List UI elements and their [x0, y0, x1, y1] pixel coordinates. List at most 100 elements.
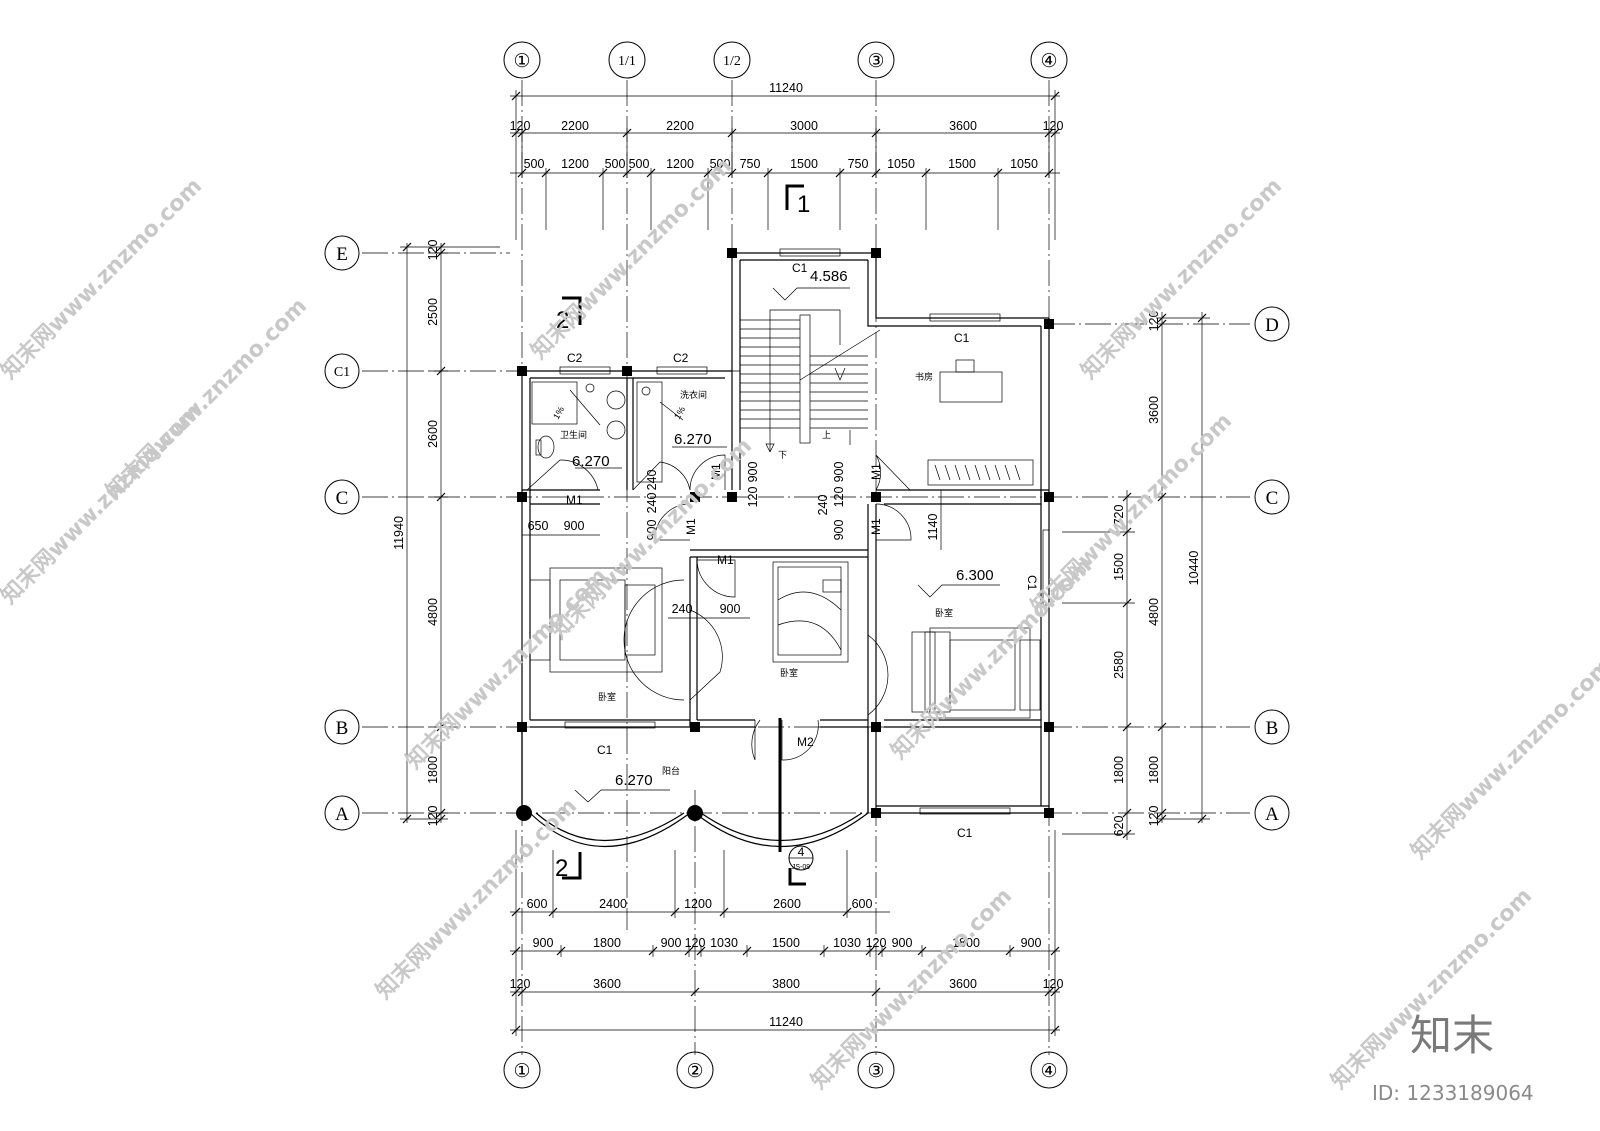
local-dim: 900: [564, 519, 585, 533]
dim-bottom-overall: 11240: [769, 1015, 803, 1029]
watermark-text: 知末网www.znzmo.com: [1406, 653, 1600, 864]
local-dim: 240: [816, 495, 830, 516]
watermark-text: 知末网www.znzmo.com: [1076, 173, 1287, 384]
watermarks: 知末网www.znzmo.com 知末网www.znzmo.com 知末网www…: [0, 153, 1600, 1094]
stair-up: 上: [822, 430, 831, 440]
dim-bottom: 120: [510, 977, 531, 991]
local-dim: 240: [672, 602, 693, 616]
window-tag: C1: [597, 743, 613, 757]
dim-bottom: 1800: [952, 936, 980, 950]
dim-right-inner: 720: [1112, 505, 1126, 526]
dim-right-mid: 3600: [1147, 396, 1161, 424]
windows: [559, 248, 1050, 815]
dim-top: 500: [605, 157, 626, 171]
axis-label: B: [336, 718, 349, 739]
dim-bottom: 2400: [599, 897, 627, 911]
dim-bottom: 1200: [684, 897, 712, 911]
detail-ref: JS-09: [792, 864, 810, 871]
window-tag: C2: [567, 351, 583, 365]
axis-label: C: [336, 488, 349, 509]
axis-label: 1/1: [618, 54, 636, 69]
dim-top: 1200: [666, 157, 694, 171]
dim-right-inner: 1500: [1112, 553, 1126, 581]
watermark-text: 知末网www.znzmo.com: [526, 153, 737, 364]
dim-top: 2200: [561, 119, 589, 133]
door-tag: M2: [797, 735, 814, 749]
dim-left-overall: 11940: [392, 516, 406, 550]
dim-top: 1050: [1010, 157, 1038, 171]
axis-label: B: [1266, 718, 1279, 739]
door-tag: M1: [717, 553, 734, 567]
dim-top: 1050: [887, 157, 915, 171]
watermark-text: 知末网www.znzmo.com: [806, 883, 1017, 1094]
dim-left: 120: [426, 806, 440, 827]
brand-logo-text: 知末: [1410, 1011, 1494, 1060]
local-dim: 900: [832, 462, 846, 483]
stair: [740, 309, 881, 453]
dim-top: 120: [1043, 119, 1064, 133]
axis-bubbles-bottom: ① ② ③ ④: [503, 1051, 1068, 1089]
dim-bottom: 1800: [593, 936, 621, 950]
local-dim: 900: [720, 602, 741, 616]
dim-top: 750: [848, 157, 869, 171]
dim-right-inner: 1800: [1112, 756, 1126, 784]
dim-top: 3600: [949, 119, 977, 133]
elevation-marks: 4.586 6.270 6.270 6.300 6.270: [569, 268, 1000, 803]
room-bedroom: 卧室: [598, 691, 616, 702]
window-tag: C1: [954, 331, 970, 345]
dim-bottom: 1500: [772, 936, 800, 950]
dim-right-mid: 4800: [1147, 598, 1161, 626]
local-dim: 900: [832, 520, 846, 541]
dim-top: 1200: [561, 157, 589, 171]
axis-label: ②: [686, 1061, 703, 1082]
elevation: 6.270: [674, 431, 712, 448]
detail-number: 4: [798, 845, 805, 859]
stair-down: 下: [778, 450, 787, 460]
window-tag: C2: [673, 351, 689, 365]
dimensions-right: 720 1500 2580 1800 620 120 3600 4800 180…: [1062, 311, 1210, 840]
dim-left: 2600: [426, 420, 440, 448]
window-tag: C1: [1025, 575, 1039, 591]
axis-bubbles-left: E C1 C B A: [324, 235, 360, 831]
dim-top: 1500: [790, 157, 818, 171]
elevation: 6.270: [572, 453, 610, 470]
dim-top: 750: [740, 157, 761, 171]
dim-top: 500: [710, 157, 731, 171]
local-dim: 650: [528, 519, 549, 533]
watermark-text: 知末网www.znzmo.com: [371, 793, 582, 1004]
watermark-text: 知末网www.znzmo.com: [1026, 408, 1237, 619]
dim-top: 2200: [666, 119, 694, 133]
dimensions-left: 120 2500 2600 4800 1800 120 11940: [392, 240, 500, 827]
dim-bottom: 3800: [772, 977, 800, 991]
dim-top: 120: [510, 119, 531, 133]
door-tag: M1: [566, 493, 583, 507]
room-bedroom: 卧室: [780, 667, 798, 678]
door-tag: M1: [709, 463, 723, 480]
watermark-text: 知末网www.znzmo.com: [1326, 883, 1537, 1094]
axis-label: ①: [513, 1061, 530, 1082]
door-tag: M1: [869, 518, 883, 535]
axis-label: ③: [867, 1061, 884, 1082]
dim-top: 500: [629, 157, 650, 171]
dimensions-bottom: 600 2400 1200 2600 600 900 1800 900 120 …: [510, 830, 1063, 1036]
axis-label: A: [335, 804, 349, 825]
axis-label: A: [1265, 804, 1279, 825]
dim-bottom: 600: [852, 897, 873, 911]
axis-label: ④: [1040, 51, 1057, 72]
room-bedroom: 卧室: [935, 607, 953, 618]
dim-top-overall: 11240: [769, 81, 803, 95]
dim-left: 1800: [426, 756, 440, 784]
dim-bottom: 1030: [833, 936, 861, 950]
dim-bottom: 900: [1021, 936, 1042, 950]
elevation: 6.270: [615, 772, 653, 789]
room-labels: 卫生间 洗衣间 书房 卧室 卧室 卧室 阳台 下 上 1% 1%: [551, 371, 953, 776]
study-furniture: [927, 359, 1034, 486]
dim-right-inner: 620: [1112, 816, 1126, 837]
section-marks: 1 2 2 4 JS-09: [555, 184, 814, 886]
room-bath: 卫生间: [560, 429, 587, 440]
axis-label: ①: [513, 51, 530, 72]
axis-label: 1/2: [723, 54, 741, 69]
dim-right-mid: 120: [1147, 806, 1161, 827]
dim-top: 1500: [948, 157, 976, 171]
